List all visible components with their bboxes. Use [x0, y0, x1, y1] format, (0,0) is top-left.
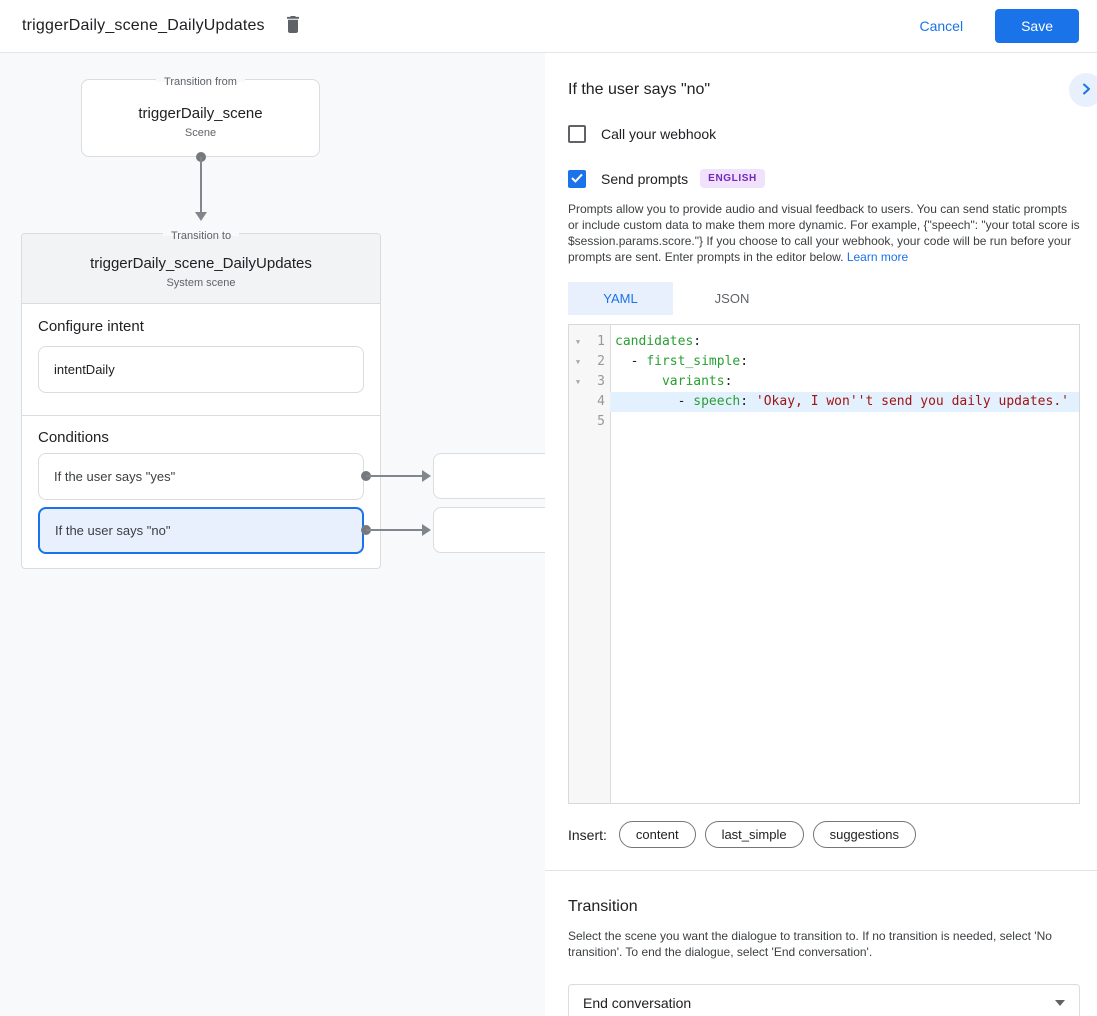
node-divider	[22, 415, 380, 416]
transition-title: Transition	[568, 898, 638, 915]
condition-yes-connector	[366, 475, 424, 477]
line-number: 2	[597, 354, 605, 369]
checkmark-icon	[571, 170, 583, 188]
collapse-panel-button[interactable]	[1069, 73, 1097, 107]
trash-icon	[285, 15, 301, 37]
transition-select-value: End conversation	[583, 995, 692, 1011]
editor-lines: ▼ 1 candidates: ▼ 2 - first_simple: ▼ 3 …	[569, 325, 1079, 432]
code-text: candidates:	[615, 334, 702, 349]
connector-line	[200, 157, 202, 213]
transition-to-node[interactable]: Transition to triggerDaily_scene_DailyUp…	[21, 230, 381, 569]
webhook-label: Call your webhook	[601, 126, 717, 142]
top-bar: triggerDaily_scene_DailyUpdates Cancel S…	[0, 0, 1097, 53]
tab-json[interactable]: JSON	[714, 291, 750, 306]
prompts-section: If the user says "no" Call your webhook …	[545, 53, 1097, 848]
delete-scene-button[interactable]	[281, 14, 305, 38]
code-text: variants:	[661, 374, 733, 389]
condition-yes-target-node[interactable]	[433, 453, 545, 499]
condition-detail-panel: If the user says "no" Call your webhook …	[545, 53, 1097, 1016]
send-prompts-label: Send prompts	[601, 170, 689, 187]
webhook-checkbox-row[interactable]: Call your webhook	[568, 125, 1080, 143]
insert-chip-content[interactable]: content	[618, 821, 696, 848]
line-number: 3	[597, 374, 605, 389]
condition-item-yes[interactable]: If the user says "yes"	[38, 453, 364, 500]
code-text: - speech: 'Okay, I won''t send you daily…	[610, 392, 1079, 412]
save-button[interactable]: Save	[995, 9, 1079, 43]
conditions-label: Conditions	[38, 429, 109, 446]
line-number: 1	[597, 334, 605, 349]
fold-arrow-icon[interactable]: ▼	[575, 358, 581, 366]
transition-select[interactable]: End conversation	[568, 984, 1080, 1016]
condition-no-connector	[366, 529, 424, 531]
insert-chip-last-simple[interactable]: last_simple	[704, 821, 804, 848]
to-scene-type: System scene	[166, 276, 236, 289]
transition-from-legend: Transition from	[82, 72, 319, 90]
learn-more-link[interactable]: Learn more	[846, 250, 909, 264]
connector-arrowhead-icon	[195, 212, 207, 221]
send-prompts-checkbox-row[interactable]: Send prompts ENGLISH	[568, 169, 1080, 188]
to-scene-header: triggerDaily_scene_DailyUpdates System s…	[22, 234, 380, 304]
editor-line-5[interactable]: 5	[569, 412, 1079, 432]
condition-item-no-selected[interactable]: If the user says "no"	[38, 507, 364, 554]
code-text	[610, 412, 1079, 432]
yaml-code-editor[interactable]: ▼ 1 candidates: ▼ 2 - first_simple: ▼ 3 …	[568, 324, 1080, 804]
editor-line-3[interactable]: ▼ 3 variants:	[569, 372, 1079, 392]
tab-yaml[interactable]: YAML	[568, 282, 673, 315]
line-number: 5	[597, 414, 605, 429]
webhook-checkbox-unchecked[interactable]	[568, 125, 586, 143]
caret-down-icon	[1055, 1000, 1065, 1006]
chevron-right-icon	[1080, 83, 1092, 98]
section-divider	[545, 870, 1097, 871]
from-scene-type: Scene	[184, 127, 217, 139]
transition-section: Transition Select the scene you want the…	[545, 871, 1097, 1016]
code-text: - first_simple:	[615, 354, 749, 369]
editor-format-tabs: YAML JSON	[568, 282, 1080, 315]
from-scene-name: triggerDaily_scene	[138, 105, 263, 122]
fold-arrow-icon	[569, 392, 587, 412]
condition-yes-arrowhead-icon	[422, 470, 431, 482]
prompts-description: Prompts allow you to provide audio and v…	[568, 202, 1080, 264]
insert-chip-suggestions[interactable]: suggestions	[812, 821, 916, 848]
insert-label: Insert:	[568, 826, 607, 843]
scene-graph-canvas[interactable]: Transition from triggerDaily_scene Scene…	[0, 53, 545, 1016]
to-scene-name: triggerDaily_scene_DailyUpdates	[90, 254, 312, 272]
editor-line-4-active[interactable]: 4 - speech: 'Okay, I won''t send you dai…	[569, 392, 1079, 412]
transition-description: Select the scene you want the dialogue t…	[568, 929, 1052, 959]
line-number: 4	[597, 394, 605, 409]
panel-title: If the user says "no"	[568, 81, 711, 98]
intent-item[interactable]: intentDaily	[38, 346, 364, 393]
insert-toolbar: Insert: content last_simple suggestions	[568, 821, 1080, 848]
editor-line-2[interactable]: ▼ 2 - first_simple:	[569, 352, 1079, 372]
transition-from-node[interactable]: Transition from triggerDaily_scene Scene	[81, 76, 320, 157]
fold-arrow-icon[interactable]: ▼	[575, 378, 581, 386]
editor-line-1[interactable]: ▼ 1 candidates:	[569, 332, 1079, 352]
cancel-button[interactable]: Cancel	[903, 10, 979, 42]
send-prompts-checkbox-checked[interactable]	[568, 169, 586, 188]
language-badge: ENGLISH	[700, 169, 765, 188]
fold-arrow-icon[interactable]: ▼	[575, 338, 581, 346]
condition-no-arrowhead-icon	[422, 524, 431, 536]
fold-arrow-icon	[569, 412, 587, 432]
configure-intent-label: Configure intent	[38, 318, 144, 335]
condition-no-target-node[interactable]	[433, 507, 545, 553]
page-title: triggerDaily_scene_DailyUpdates	[22, 17, 265, 34]
